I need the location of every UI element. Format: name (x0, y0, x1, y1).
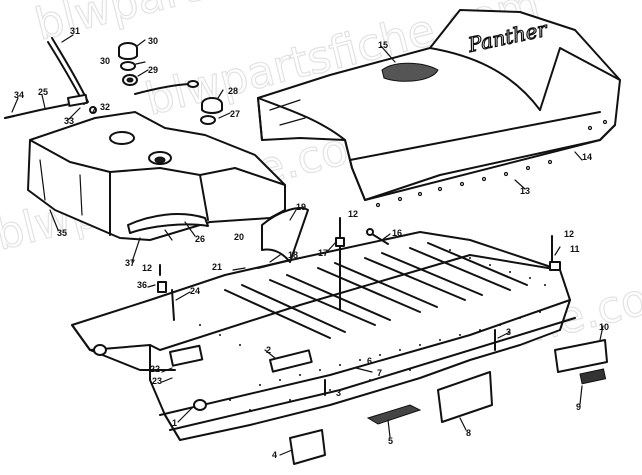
callout-16: 16 (392, 228, 402, 238)
callout-3: 3 (336, 388, 341, 398)
fuel-tank (27, 111, 286, 241)
callout-21: 21 (212, 262, 222, 272)
tunnel-frame (71, 231, 576, 441)
callout-26: 26 (195, 234, 205, 244)
callout-24: 24 (190, 286, 200, 296)
callout-22: 22 (150, 364, 160, 374)
callout-12: 12 (142, 263, 152, 273)
callout-8: 8 (466, 428, 471, 438)
callout-4: 4 (272, 450, 277, 460)
heat-shield (261, 207, 309, 263)
callout-19: 19 (296, 202, 306, 212)
callout-31: 31 (70, 26, 80, 36)
callout-18: 18 (288, 250, 298, 260)
callout-20: 20 (234, 232, 244, 242)
callout-28: 28 (228, 86, 238, 96)
fuel-line-parts (4, 37, 97, 119)
fuel-cap-parts (118, 42, 223, 125)
callout-2: 2 (266, 345, 271, 355)
callout-13: 13 (520, 186, 530, 196)
bracket (289, 429, 326, 465)
callout-37: 37 (125, 258, 135, 268)
callout-30: 30 (148, 36, 158, 46)
callout-11: 11 (570, 244, 580, 254)
callout-32: 32 (100, 102, 110, 112)
callout-3: 3 (506, 327, 511, 337)
callout-33: 33 (64, 116, 74, 126)
callout-14: 14 (582, 152, 592, 162)
callout-7: 7 (377, 368, 382, 378)
callout-36: 36 (137, 280, 147, 290)
callout-23: 23 (152, 376, 162, 386)
reflector-plate (554, 339, 608, 373)
callout-17: 17 (318, 248, 328, 258)
side-plate (437, 371, 493, 423)
callout-5: 5 (388, 436, 393, 446)
callout-labels: 1 2 3 3 4 5 6 7 8 9 10 11 12 12 12 13 14… (14, 26, 609, 460)
callout-25: 25 (38, 87, 48, 97)
callout-12: 12 (564, 229, 574, 239)
callout-12: 12 (348, 209, 358, 219)
callout-9: 9 (576, 402, 581, 412)
callout-15: 15 (378, 40, 388, 50)
seat-patch (381, 62, 439, 82)
traction-pad (366, 404, 422, 425)
callout-27: 27 (230, 109, 240, 119)
callout-10: 10 (599, 322, 609, 332)
seat-assembly: Panther (257, 9, 621, 208)
callout-34: 34 (14, 90, 24, 100)
callout-1: 1 (172, 418, 177, 428)
callout-30: 30 (100, 56, 110, 66)
callout-29: 29 (148, 65, 158, 75)
reflector (579, 368, 607, 385)
callout-35: 35 (57, 228, 67, 238)
callout-6: 6 (367, 356, 372, 366)
